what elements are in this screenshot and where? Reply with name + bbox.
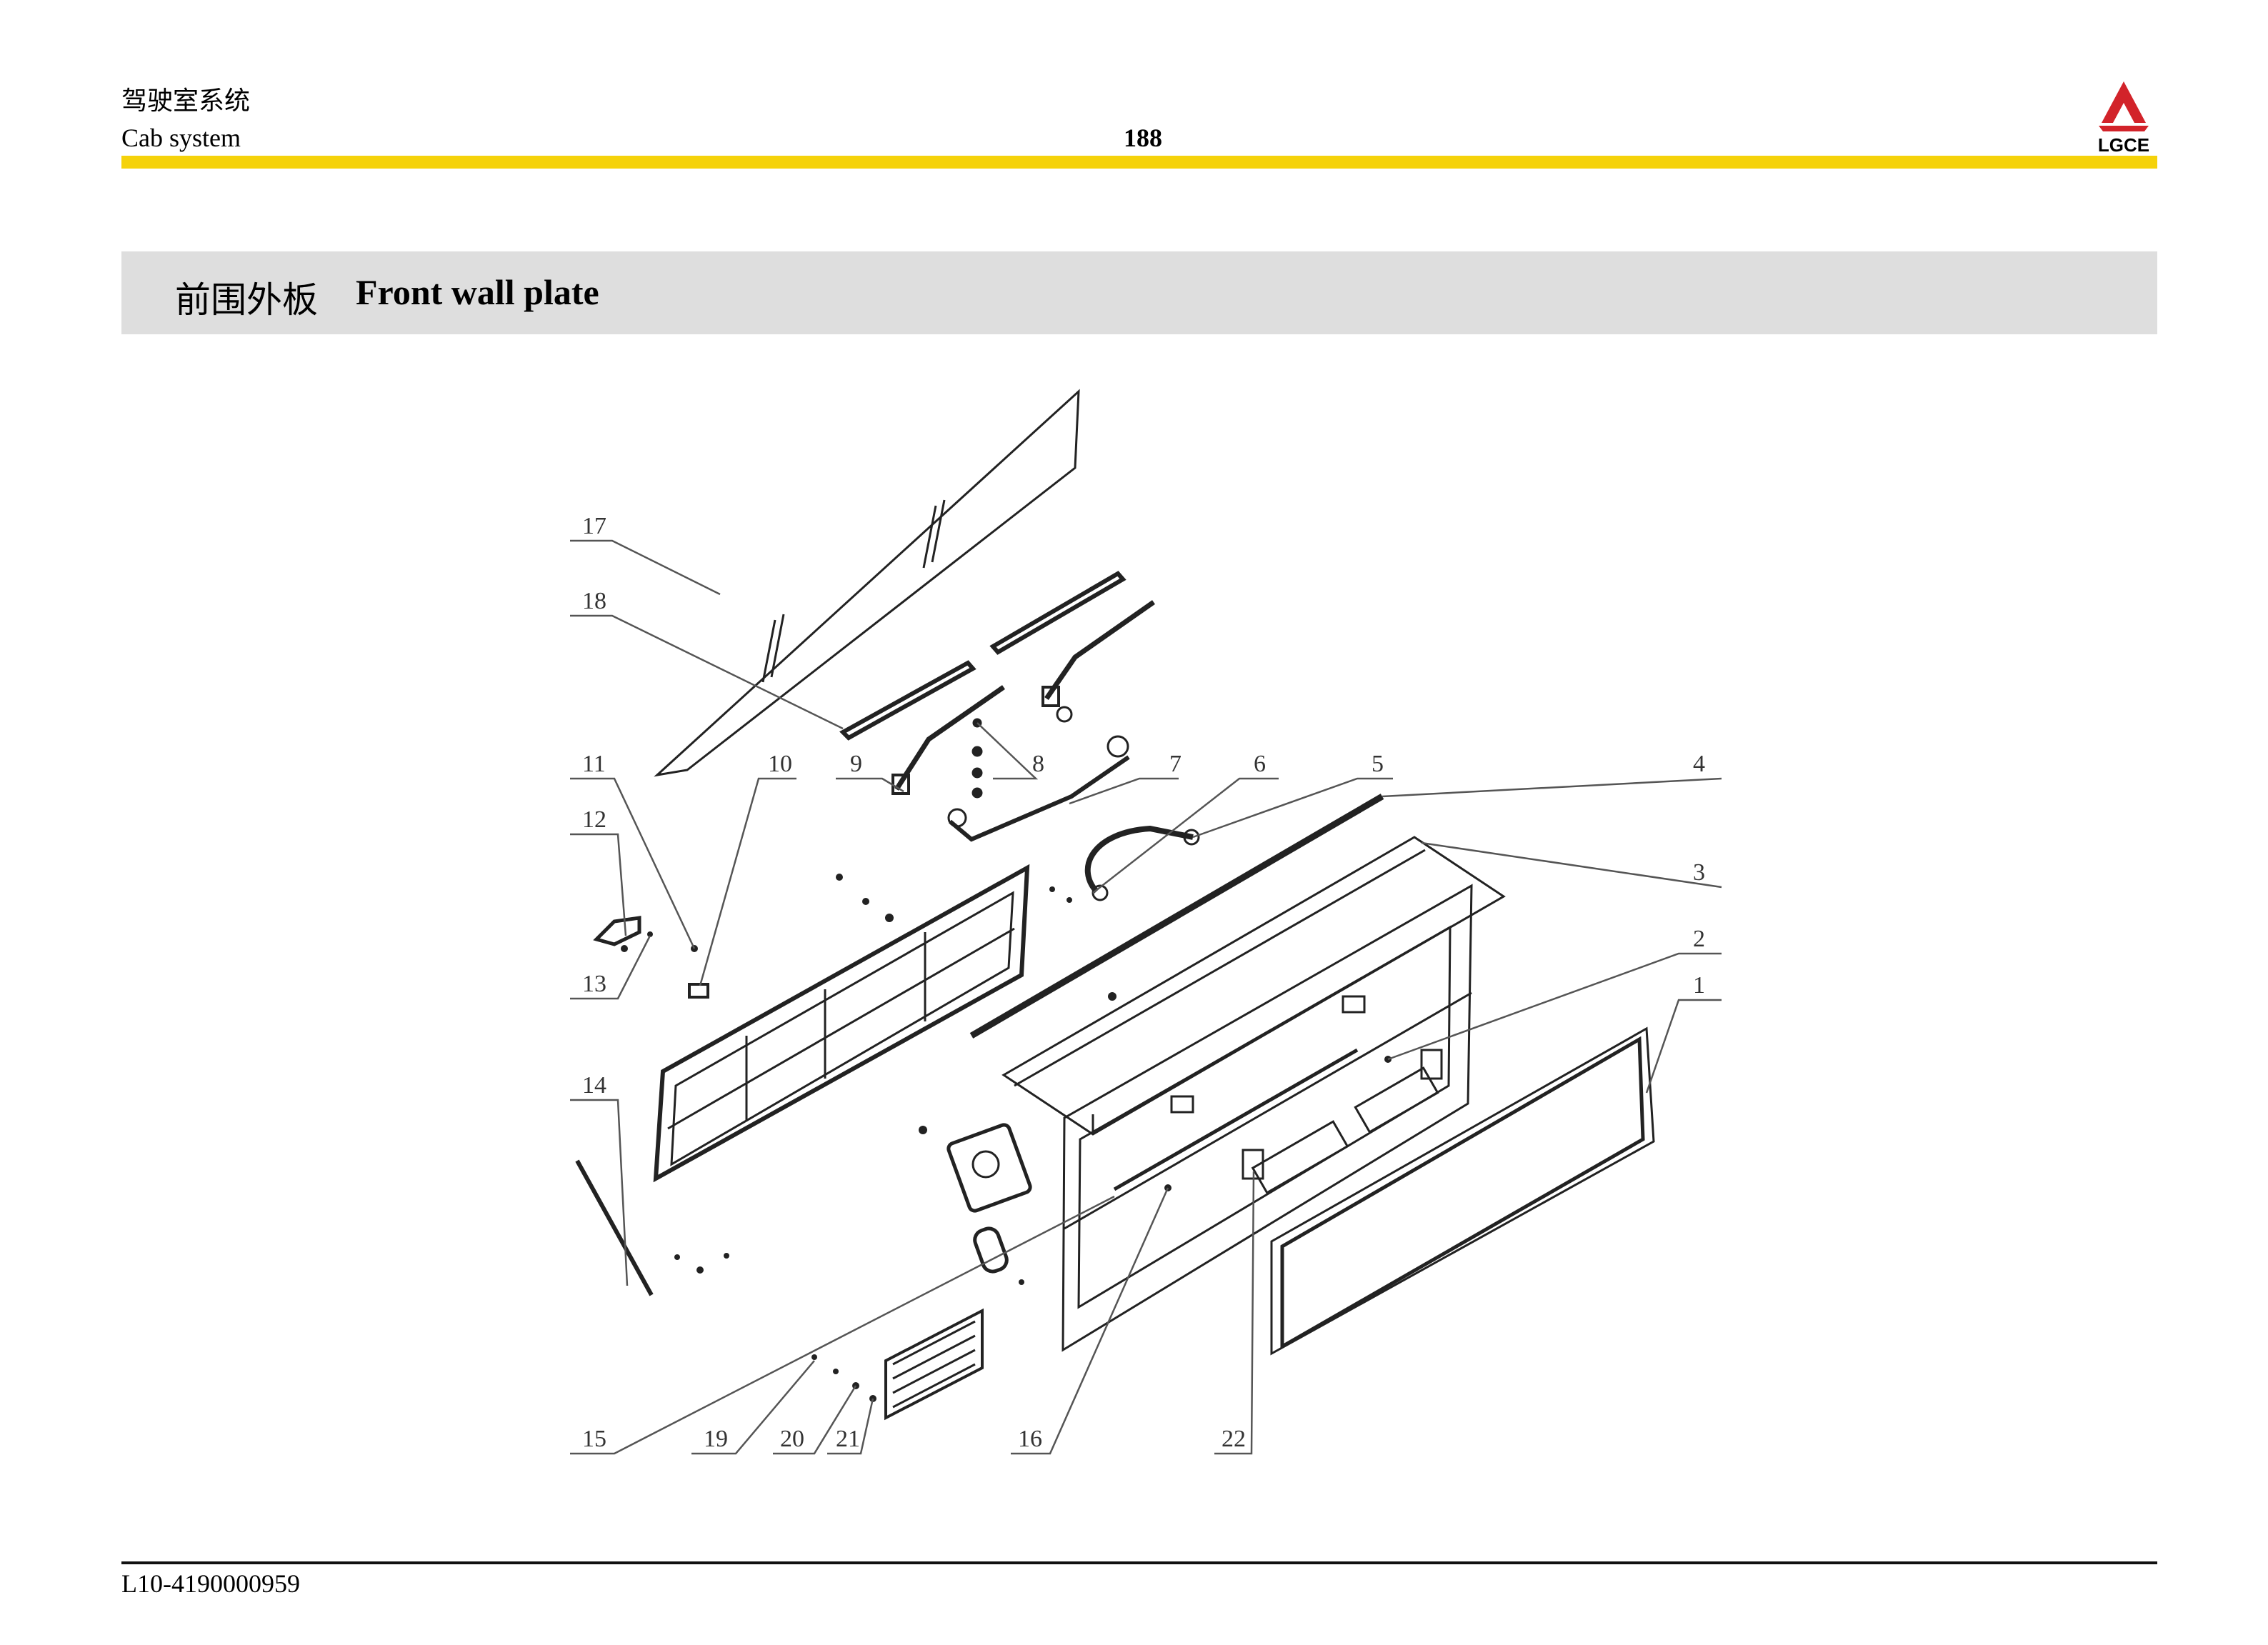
callout-20: 20 bbox=[780, 1426, 804, 1452]
lgce-logo: LGCE bbox=[2098, 81, 2149, 154]
callout-17: 17 bbox=[582, 513, 606, 539]
wiper-linkage bbox=[947, 706, 1130, 842]
gas-strut bbox=[575, 1159, 654, 1296]
lgce-logo-text: LGCE bbox=[2098, 134, 2149, 154]
heater-unit bbox=[946, 1123, 1032, 1213]
callout-12: 12 bbox=[582, 806, 606, 833]
header-yellow-bar bbox=[121, 156, 2157, 169]
fastener-column-8 bbox=[971, 718, 983, 799]
clip-10 bbox=[688, 983, 709, 999]
lgce-logo-mark bbox=[2099, 81, 2149, 131]
callout-11: 11 bbox=[582, 751, 606, 777]
footer-rule bbox=[121, 1561, 2157, 1564]
small-fasteners bbox=[621, 874, 1392, 1402]
title-cn: 前围外板 bbox=[175, 279, 318, 321]
callout-14: 14 bbox=[582, 1072, 606, 1099]
wiper-blades bbox=[839, 571, 1126, 741]
title-en: Front wall plate bbox=[356, 272, 599, 312]
grille-frame bbox=[653, 864, 1030, 1183]
callout-6: 6 bbox=[1254, 751, 1266, 777]
callout-15: 15 bbox=[582, 1426, 606, 1452]
small-handle bbox=[973, 1226, 1009, 1274]
page-number: 188 bbox=[1124, 124, 1162, 152]
footer-doc-code: L10-4190000959 bbox=[121, 1569, 300, 1598]
seal-strip bbox=[969, 794, 1384, 1039]
callout-1: 1 bbox=[1693, 972, 1705, 999]
callout-16: 16 bbox=[1018, 1426, 1042, 1452]
callout-10: 10 bbox=[768, 751, 792, 777]
title-band bbox=[121, 251, 2157, 334]
upper-rail bbox=[1001, 836, 1506, 1136]
callout-5: 5 bbox=[1372, 751, 1384, 777]
callout-21: 21 bbox=[836, 1426, 860, 1452]
windshield-glass bbox=[654, 389, 1080, 777]
callout-13: 13 bbox=[582, 971, 606, 997]
front-panel bbox=[1061, 884, 1473, 1352]
callout-4: 4 bbox=[1693, 751, 1705, 777]
header-section-cn: 驾驶室系统 bbox=[121, 86, 251, 116]
callout-22: 22 bbox=[1222, 1426, 1246, 1452]
callout-19: 19 bbox=[704, 1426, 728, 1452]
callout-numbers: 4 3 2 1 5 6 7 8 9 10 11 12 13 14 17 18 1… bbox=[582, 513, 1705, 1452]
window-frame-1 bbox=[1270, 1026, 1655, 1356]
washer-hose bbox=[1084, 825, 1200, 901]
callout-9: 9 bbox=[850, 751, 862, 777]
wiper-arms bbox=[891, 600, 1156, 795]
bracket-12 bbox=[593, 916, 641, 946]
callout-8: 8 bbox=[1032, 751, 1044, 777]
vent-grille bbox=[884, 1308, 984, 1421]
callout-3: 3 bbox=[1693, 859, 1705, 886]
callout-2: 2 bbox=[1693, 926, 1705, 952]
leader-lines bbox=[570, 539, 1722, 1455]
header-section-en: Cab system bbox=[121, 124, 241, 152]
callout-18: 18 bbox=[582, 588, 606, 614]
callout-7: 7 bbox=[1169, 751, 1182, 777]
